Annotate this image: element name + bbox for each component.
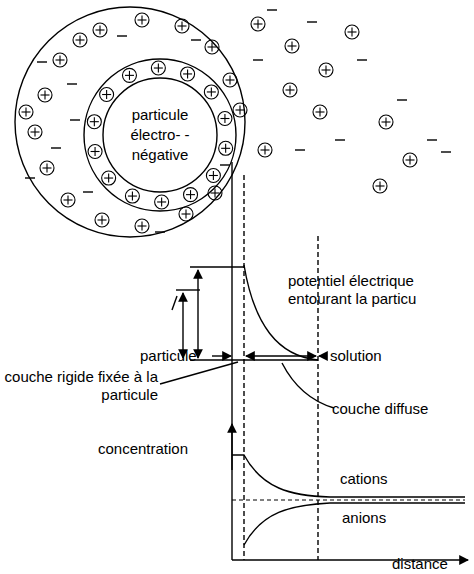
cation-label: cations bbox=[340, 470, 420, 488]
cation-symbol bbox=[285, 39, 299, 53]
cation-symbol bbox=[93, 23, 107, 37]
cation-symbol bbox=[135, 219, 149, 233]
cation-symbol bbox=[233, 103, 247, 117]
rigid-layer-circle bbox=[84, 59, 236, 211]
cation-symbol bbox=[184, 188, 198, 202]
cation-symbol bbox=[379, 115, 393, 129]
cation-symbol bbox=[28, 125, 42, 139]
cation-symbol bbox=[206, 168, 220, 182]
axis-label: distance bbox=[392, 555, 472, 573]
anion-symbol bbox=[253, 59, 263, 60]
cation-symbol bbox=[181, 67, 195, 81]
diffuse-layer-label: couche diffuse bbox=[332, 400, 452, 418]
cation-symbol bbox=[61, 193, 75, 207]
cation-symbol bbox=[403, 153, 417, 167]
solution-arrow bbox=[319, 355, 327, 356]
diffuse-span-arrow bbox=[246, 355, 316, 356]
anion-label: anions bbox=[342, 509, 422, 527]
anion-symbol bbox=[51, 147, 61, 148]
anion-symbol bbox=[67, 83, 77, 84]
cation-symbol bbox=[40, 161, 54, 175]
cation-symbol bbox=[87, 115, 101, 129]
cation-symbol bbox=[223, 73, 237, 87]
cation-symbol bbox=[88, 144, 102, 158]
cation-symbol bbox=[319, 63, 333, 77]
cation-symbol bbox=[38, 88, 52, 102]
cation-symbol bbox=[73, 33, 87, 47]
cation-symbol bbox=[155, 195, 169, 209]
cation-symbol bbox=[283, 83, 297, 97]
anion-symbol bbox=[307, 21, 317, 22]
anion-symbol bbox=[441, 151, 451, 152]
anion-symbol bbox=[335, 139, 345, 140]
anion-curve bbox=[244, 503, 465, 545]
anion-symbol bbox=[397, 99, 407, 100]
cation-symbol bbox=[251, 17, 265, 31]
rigid-layer-boundary bbox=[243, 175, 244, 560]
axis-label: concentration bbox=[98, 440, 218, 458]
anion-symbol bbox=[83, 191, 93, 192]
cation-symbol bbox=[125, 189, 139, 203]
cation-symbol bbox=[151, 61, 165, 75]
anion-symbol bbox=[70, 119, 80, 120]
bulk-concentration-line bbox=[232, 500, 465, 501]
cation-symbol bbox=[102, 171, 116, 185]
potential-label: potentiel électrique entourant la partic… bbox=[288, 272, 474, 308]
anion-symbol bbox=[295, 149, 305, 150]
particle-arrow bbox=[212, 355, 231, 356]
particle-label: particule bbox=[140, 347, 210, 365]
rigid-layer-label: couche rigide fixée à la particule bbox=[2, 368, 158, 404]
leader-line bbox=[282, 363, 334, 408]
potential-baseline bbox=[190, 359, 318, 360]
cation-symbol bbox=[205, 40, 219, 54]
anion-symbol bbox=[267, 9, 277, 10]
anion-symbol bbox=[220, 164, 230, 165]
potential-arrow bbox=[197, 270, 198, 358]
cation-symbol bbox=[175, 19, 189, 33]
potential-tick bbox=[176, 289, 200, 290]
cation-curve bbox=[232, 455, 465, 497]
particle-label: particule électro- -négative bbox=[121, 105, 199, 165]
cation-symbol bbox=[258, 143, 272, 157]
anion-symbol bbox=[117, 35, 127, 36]
anion-symbol bbox=[357, 59, 367, 60]
anion-symbol bbox=[427, 139, 437, 140]
leader-line bbox=[160, 362, 238, 384]
cation-symbol bbox=[345, 25, 359, 39]
slash-mark bbox=[172, 296, 177, 310]
particle-outline bbox=[103, 78, 217, 192]
particle-circle: particule électro- -négative bbox=[102, 77, 218, 193]
cation-symbol bbox=[95, 213, 109, 227]
cation-symbol bbox=[100, 88, 114, 102]
cation-symbol bbox=[53, 53, 67, 67]
cation-symbol bbox=[218, 112, 232, 126]
solution-label: solution bbox=[330, 347, 410, 365]
cation-symbol bbox=[219, 141, 233, 155]
anion-symbol bbox=[37, 61, 47, 62]
ion-group bbox=[19, 10, 451, 233]
cation-symbol bbox=[122, 68, 136, 82]
cation-symbol bbox=[313, 105, 327, 119]
cation-symbol bbox=[208, 186, 222, 200]
potential-tick bbox=[190, 266, 244, 267]
anion-symbol bbox=[191, 39, 201, 40]
anion-symbol bbox=[155, 231, 165, 232]
cation-symbol bbox=[19, 105, 33, 119]
anion-symbol bbox=[25, 177, 35, 178]
concentration-axis bbox=[231, 424, 232, 470]
cation-symbol bbox=[135, 13, 149, 27]
cation-symbol bbox=[179, 207, 193, 221]
cation-symbol bbox=[373, 179, 387, 193]
diffuse-layer-circle bbox=[15, 7, 245, 237]
cation-symbol bbox=[204, 85, 218, 99]
